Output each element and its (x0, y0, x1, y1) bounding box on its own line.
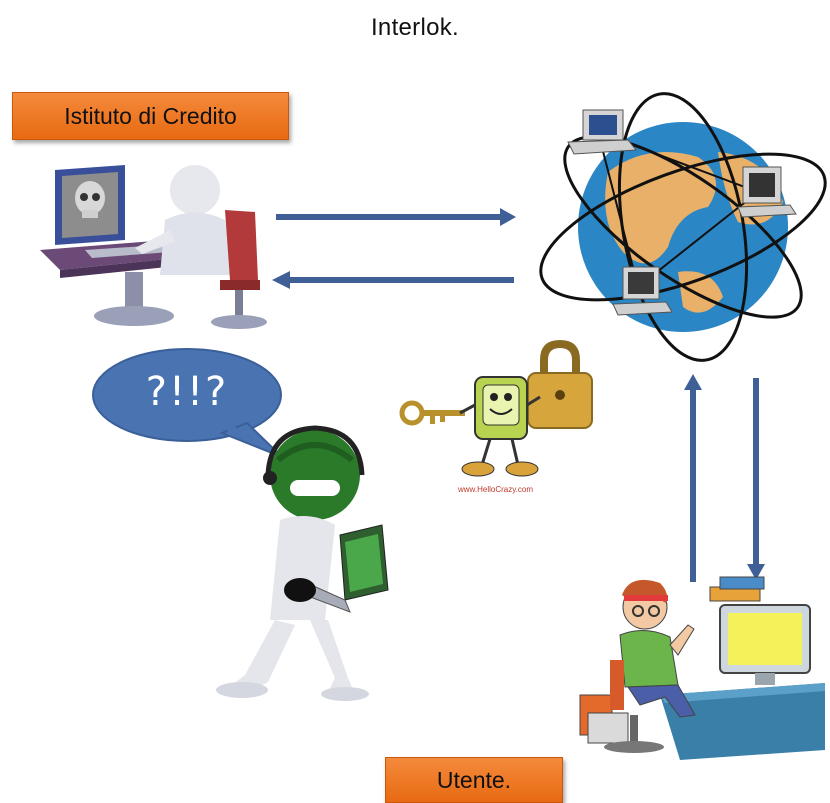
bank-label: Istituto di Credito (12, 92, 289, 140)
user-label-text: Utente. (436, 766, 512, 793)
globe-user-arrows (684, 374, 765, 582)
bank-globe-arrows (272, 208, 516, 289)
watermark-text: www.HelloCrazy.com (457, 485, 533, 494)
user-label: Utente. (385, 757, 563, 803)
arrow-to-bank (288, 277, 514, 283)
speech-bubble: ?!!? (92, 345, 292, 465)
user-computer-desk-icon (570, 565, 828, 765)
bank-label-text: Istituto di Credito (64, 102, 237, 129)
hacker-laptop-icon (150, 420, 430, 710)
globe-network-icon (528, 82, 828, 362)
bank-computer-user-icon (30, 150, 270, 340)
arrow-to-globe (276, 214, 504, 220)
lock-key-mascot-icon: www.HelloCrazy.com (390, 335, 620, 495)
diagram-title: Interlok. (370, 14, 460, 41)
bubble-text: ?!!? (145, 369, 229, 415)
arrow-to-user (753, 378, 759, 568)
arrow-to-globe-from-user (690, 388, 696, 582)
